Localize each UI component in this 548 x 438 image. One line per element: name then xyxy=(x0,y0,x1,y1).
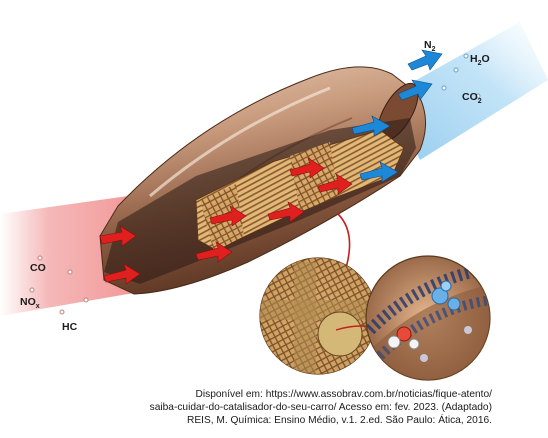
gas-molecules xyxy=(29,53,481,315)
inlet-arrow xyxy=(103,263,141,285)
magnification-callout xyxy=(259,213,491,381)
inlet-arrow xyxy=(99,225,137,247)
label-co2: CO2 xyxy=(462,91,482,105)
outlet-arrow xyxy=(397,79,433,101)
outlet-arrow xyxy=(359,161,399,183)
outlet-arrow xyxy=(407,49,443,71)
caption-line-3: REIS, M. Química: Ensino Médio, v.1. 2.e… xyxy=(186,415,492,426)
label-n2: N2 xyxy=(424,39,436,53)
inlet-arrow xyxy=(267,201,305,223)
label-nox: NOx xyxy=(20,296,40,310)
inlet-arrow xyxy=(317,173,353,195)
source-caption: Disponível em: https://www.assobrav.com.… xyxy=(100,388,492,427)
inlet-arrows xyxy=(99,157,353,285)
caption-line-2: saiba-cuidar-do-catalisador-do-seu-carro… xyxy=(149,402,492,413)
outlet-arrows xyxy=(351,49,443,183)
outlet-arrow xyxy=(351,115,391,137)
outlet-gas-flow xyxy=(388,22,548,160)
inlet-arrow xyxy=(195,241,233,263)
label-co-inlet: CO xyxy=(30,262,46,274)
label-hc: HC xyxy=(62,321,78,333)
honeycomb-core xyxy=(104,118,416,284)
caption-line-1: Disponível em: https://www.assobrav.com.… xyxy=(195,389,492,400)
inlet-gas-flow xyxy=(0,196,140,316)
label-h2o: H2O xyxy=(470,53,490,67)
inlet-arrow xyxy=(209,205,247,227)
inlet-arrow xyxy=(289,157,325,179)
